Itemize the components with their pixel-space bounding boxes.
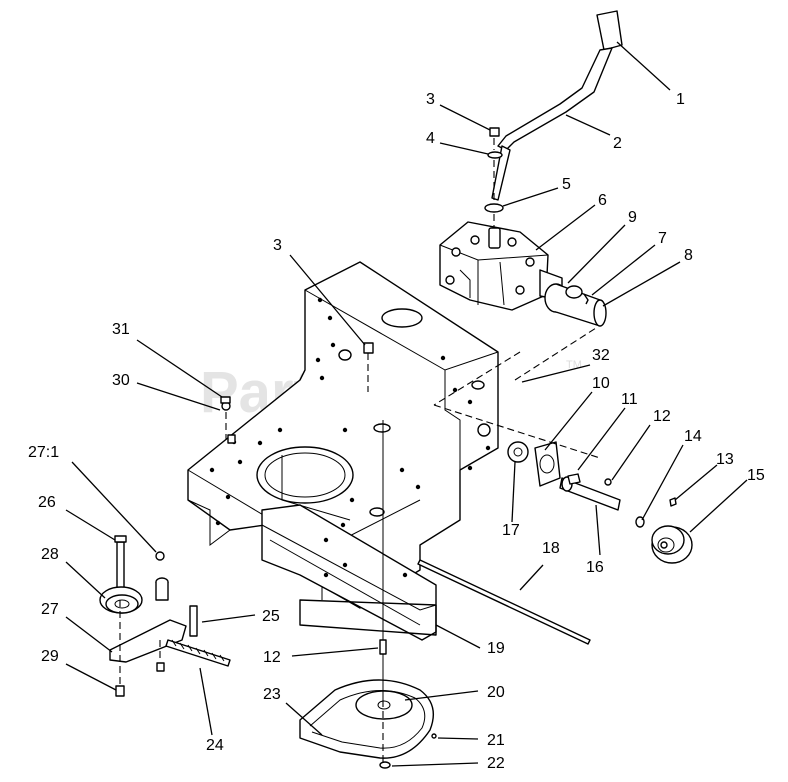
callout-27-1: 27:1 [28, 444, 59, 461]
callout-5: 5 [562, 176, 571, 193]
frame-housing [187, 261, 499, 641]
callout-23: 23 [263, 686, 281, 703]
idler-assembly [99, 535, 231, 697]
callout-12b: 12 [263, 649, 281, 666]
callout-13: 13 [716, 451, 734, 468]
callout-27: 27 [41, 601, 59, 618]
transmission [439, 221, 607, 327]
callout-30: 30 [112, 372, 130, 389]
callout-22: 22 [487, 755, 505, 772]
callout-2: 2 [613, 135, 622, 152]
callout-12: 12 [653, 408, 671, 425]
drive-shaft-assembly [433, 327, 621, 511]
callout-19: 19 [487, 640, 505, 657]
callout-29: 29 [41, 648, 59, 665]
callout-15: 15 [747, 467, 765, 484]
callout-3: 3 [426, 91, 435, 108]
callout-28: 28 [41, 546, 59, 563]
callout-26: 26 [38, 494, 56, 511]
lever-fasteners [484, 127, 504, 232]
drive-pulley [635, 497, 693, 564]
callout-3b: 3 [273, 237, 282, 254]
callout-21: 21 [487, 732, 505, 749]
callout-1: 1 [676, 91, 685, 108]
callout-8: 8 [684, 247, 693, 264]
callout-24: 24 [206, 737, 224, 754]
frame-holes [209, 297, 491, 578]
belt-and-rods [299, 420, 591, 769]
callout-6: 6 [598, 192, 607, 209]
frame-bolts [220, 342, 374, 444]
callout-labels: 1 2 3 4 5 6 9 7 8 3 31 30 32 10 11 12 14… [28, 91, 765, 772]
callout-18: 18 [542, 540, 560, 557]
callout-32: 32 [592, 347, 610, 364]
callout-14: 14 [684, 428, 702, 445]
callout-25: 25 [262, 608, 280, 625]
callout-7: 7 [658, 230, 667, 247]
callout-9: 9 [628, 209, 637, 226]
callout-10: 10 [592, 375, 610, 392]
leader-lines [65, 41, 748, 767]
callout-31: 31 [112, 321, 130, 338]
callout-17: 17 [502, 522, 520, 539]
callout-4: 4 [426, 130, 435, 147]
shift-lever [491, 10, 623, 201]
callout-20: 20 [487, 684, 505, 701]
callout-16: 16 [586, 559, 604, 576]
callout-11: 11 [621, 391, 638, 408]
